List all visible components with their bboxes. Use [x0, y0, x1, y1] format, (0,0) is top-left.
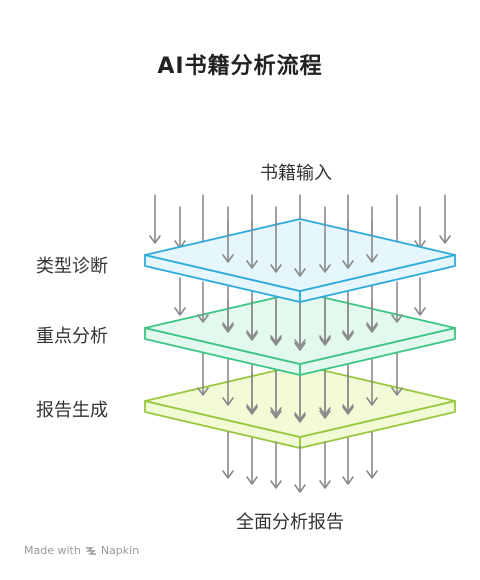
output-arrow [294, 445, 306, 493]
pass-through-arrow [246, 221, 258, 269]
input-arrow [439, 194, 451, 244]
pass-through-arrow [366, 221, 378, 263]
napkin-logo-icon [85, 546, 96, 555]
flow-arrow [342, 359, 354, 413]
input-arrow [149, 194, 161, 244]
flow-arrow [366, 355, 378, 406]
arrows-layer-1-to-2 [174, 277, 426, 348]
input-arrow [414, 206, 426, 249]
flow-arrow [391, 281, 403, 323]
flow-arrow [366, 281, 378, 331]
flow-arrow [246, 285, 258, 339]
pass-through-arrow [319, 221, 331, 273]
output-arrow [319, 441, 331, 489]
flow-arrow [222, 355, 234, 406]
flow-arrow [414, 277, 426, 316]
pass-through-arrow [294, 221, 306, 277]
output-arrow [342, 437, 354, 485]
flow-arrow [319, 361, 331, 416]
flow-arrow [222, 281, 234, 331]
flow-arrow [174, 277, 186, 316]
output-arrow [366, 431, 378, 479]
output-arrow [246, 437, 258, 485]
footer-credit: Made with Napkin [24, 544, 139, 557]
flow-arrow [246, 359, 258, 413]
flow-arrow [342, 285, 354, 339]
footer-brand: Napkin [100, 544, 140, 557]
layer-plate-type-diagnosis [144, 218, 456, 303]
output-label: 全面分析报告 [236, 512, 344, 533]
flow-arrow [197, 281, 209, 323]
output-arrows [222, 431, 378, 493]
layer-label-type-diagnosis: 类型诊断 [36, 256, 108, 277]
output-arrow [222, 431, 234, 479]
pass-through-arrow [342, 221, 354, 269]
pass-through-arrow [270, 221, 282, 273]
pass-through-arrow [222, 221, 234, 263]
input-label: 书籍输入 [260, 163, 332, 184]
flow-arrow [197, 349, 209, 396]
output-arrow [270, 441, 282, 489]
footer-made-with: Made with [24, 544, 81, 557]
flow-arrow [270, 361, 282, 416]
diagram-title: AI书籍分析流程 [157, 54, 323, 79]
flow-arrow [391, 349, 403, 396]
layer-label-focus-analysis: 重点分析 [36, 326, 108, 347]
input-arrow [174, 206, 186, 249]
layer-label-report-generation: 报告生成 [36, 400, 108, 421]
